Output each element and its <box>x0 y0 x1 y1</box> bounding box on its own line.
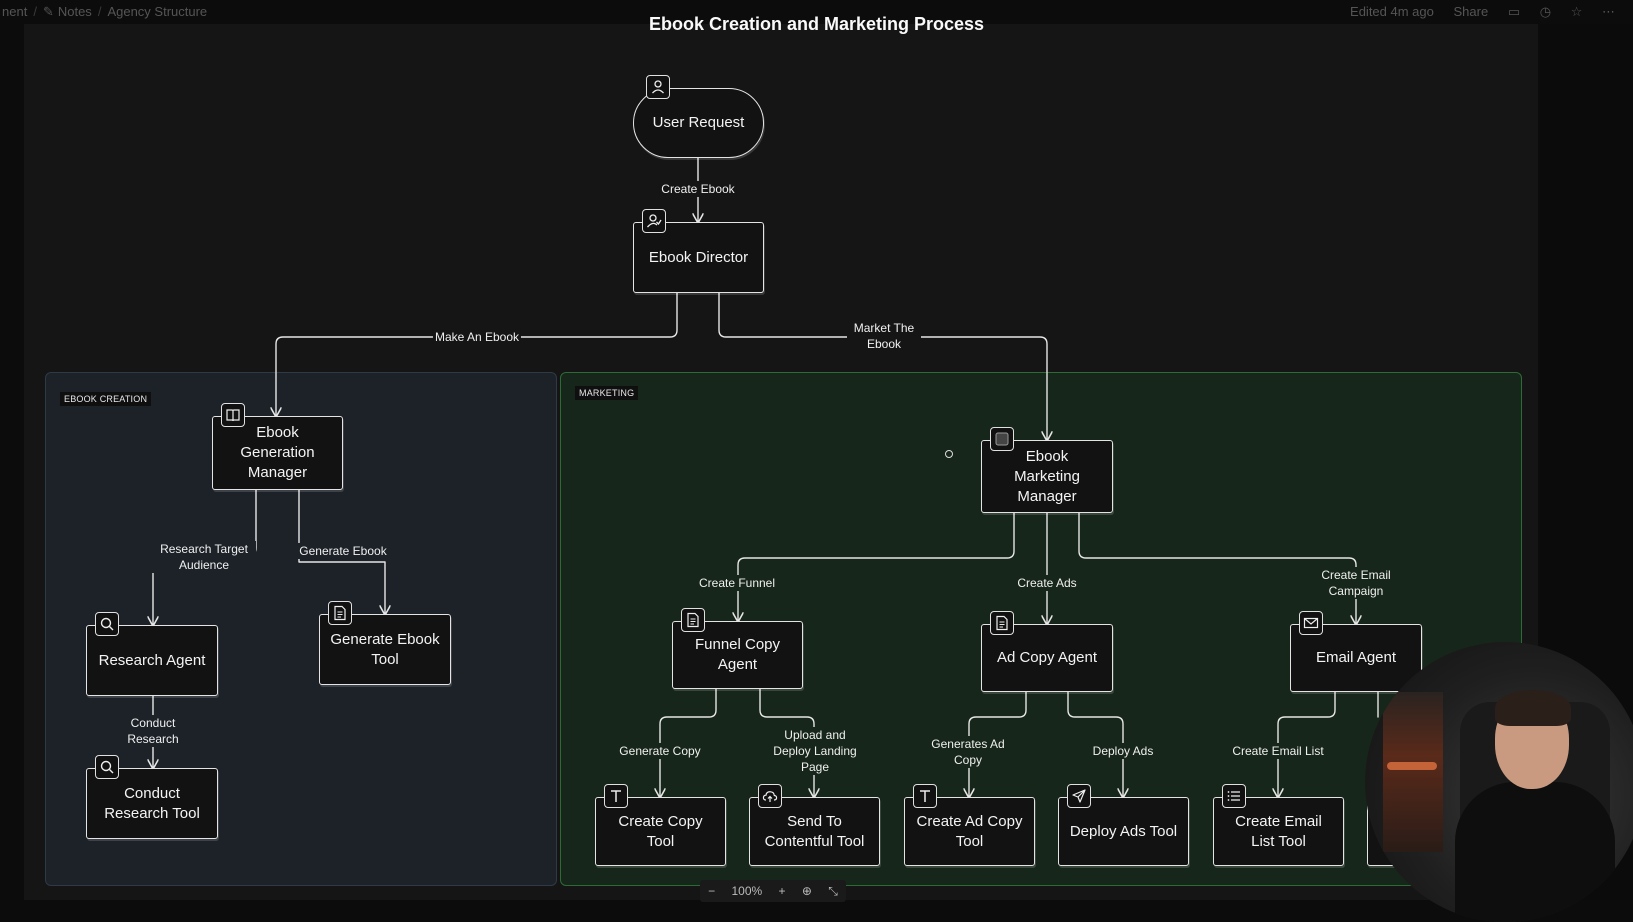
edge-generates-ad-copy <box>969 691 1027 797</box>
node-label: Research Agent <box>98 651 206 669</box>
edge-generate-copy <box>660 688 717 797</box>
group-label-marketing: MARKETING <box>575 386 639 400</box>
edge-label-create-funnel: Create Funnel <box>696 575 778 591</box>
node-user-request[interactable]: User Request <box>633 75 764 158</box>
diagram-title: Ebook Creation and Marketing Process <box>648 14 985 34</box>
node-label: Conduct Research Tool <box>104 784 200 822</box>
node-label: Generate Ebook Tool <box>330 630 440 668</box>
node-label: Email Agent <box>1315 649 1397 666</box>
node-generate-ebook-tool[interactable]: Generate Ebook Tool <box>319 601 451 685</box>
cursor-dot <box>945 450 953 458</box>
edited-status: Edited 4m ago <box>1350 4 1434 19</box>
comment-icon[interactable]: ▭ <box>1507 4 1521 19</box>
edge-make-an-ebook <box>276 292 678 416</box>
edge-label-create-email-list: Create Email List <box>1230 743 1326 759</box>
mail-icon <box>1299 611 1323 635</box>
download-icon[interactable]: ⊕ <box>801 884 812 898</box>
node-ebook-generation-manager[interactable]: Ebook Generation Manager <box>212 403 343 490</box>
list-icon <box>1222 784 1246 808</box>
edge-label-research-target: Research Target Audience <box>152 541 256 573</box>
more-icon[interactable]: ⋯ <box>1602 4 1615 19</box>
document-icon <box>328 601 352 625</box>
edge-market-the-ebook <box>718 292 1047 440</box>
user-icon <box>646 75 670 99</box>
node-deploy-ads-tool[interactable]: Deploy Ads Tool <box>1058 784 1189 866</box>
node-send-to-contentful-tool[interactable]: Send To Contentful Tool <box>749 784 880 866</box>
star-icon[interactable]: ☆ <box>1570 4 1583 19</box>
node-create-copy-tool[interactable]: Create Copy Tool <box>595 784 726 866</box>
breadcrumb-item[interactable]: Agency Structure <box>107 4 208 19</box>
node-label: Deploy Ads Tool <box>1069 822 1178 840</box>
text-icon <box>604 784 628 808</box>
node-create-email-list-tool[interactable]: Create Email List Tool <box>1213 784 1344 866</box>
edge-label-generate-copy: Generate Copy <box>617 743 703 759</box>
text-icon <box>913 784 937 808</box>
collapse-icon[interactable]: ⤡ <box>828 883 838 898</box>
edge-label-create-ebook: Create Ebook <box>659 181 737 197</box>
node-funnel-copy-agent[interactable]: Funnel Copy Agent <box>672 608 803 689</box>
search-icon <box>95 612 119 636</box>
zoom-in-button[interactable]: + <box>778 884 786 898</box>
node-label: User Request <box>652 114 745 131</box>
document-icon <box>681 608 705 632</box>
share-button[interactable]: Share <box>1453 4 1489 19</box>
zoom-out-button[interactable]: − <box>708 884 716 898</box>
breadcrumb-item[interactable]: Notes <box>57 4 92 19</box>
edge-label-market-the-ebook: Market The Ebook <box>847 320 921 352</box>
node-ad-copy-agent[interactable]: Ad Copy Agent <box>981 611 1113 692</box>
breadcrumb-item[interactable]: nent <box>2 4 28 19</box>
edge-create-funnel <box>738 512 1015 621</box>
history-icon[interactable]: ◷ <box>1539 4 1552 19</box>
edge-label-upload-deploy: Upload and Deploy Landing Page <box>768 727 862 775</box>
node-label: Ebook Marketing Manager <box>1014 447 1080 505</box>
edge-label-generate-ebook: Generate Ebook <box>297 543 389 559</box>
webcam-overlay <box>1365 642 1633 922</box>
edge-label-make-an-ebook: Make An Ebook <box>432 329 522 345</box>
node-ebook-director[interactable]: Ebook Director <box>633 209 764 293</box>
send-icon <box>1067 784 1091 808</box>
book-icon <box>221 403 245 427</box>
top-actions: Edited 4m ago Share ▭ ◷ ☆ ⋯ <box>1334 4 1615 20</box>
square-icon <box>990 427 1014 451</box>
breadcrumb: nent/✎Notes/Agency Structure <box>2 4 208 19</box>
top-bar: nent/✎Notes/Agency Structure Edited 4m a… <box>0 0 1633 24</box>
node-create-ad-copy-tool[interactable]: Create Ad Copy Tool <box>904 784 1035 866</box>
edge-label-create-email: Create Email Campaign <box>1309 567 1403 599</box>
node-conduct-research-tool[interactable]: Conduct Research Tool <box>86 755 218 839</box>
cloud-upload-icon <box>758 784 782 808</box>
node-label: Ebook Director <box>648 248 749 266</box>
group-label-ebook-creation: EBOOK CREATION <box>60 392 152 406</box>
node-label: Funnel Copy Agent <box>694 636 781 673</box>
edge-upload-deploy <box>759 688 814 797</box>
node-label: Send To Contentful Tool <box>764 812 865 850</box>
edge-create-email-list <box>1278 691 1336 797</box>
zoom-level: 100% <box>731 884 763 898</box>
edge-deploy-ads <box>1067 691 1123 797</box>
node-label: Ad Copy Agent <box>996 649 1098 666</box>
user-check-icon <box>642 209 666 233</box>
node-label: Create Ad Copy Tool <box>916 812 1023 850</box>
edge-label-deploy-ads: Deploy Ads <box>1090 743 1156 759</box>
edge-label-create-ads: Create Ads <box>1015 575 1079 591</box>
node-label: Create Copy Tool <box>618 812 703 850</box>
edge-label-generates-ad-copy: Generates Ad Copy <box>923 736 1013 768</box>
node-research-agent[interactable]: Research Agent <box>86 612 218 696</box>
pen-icon: ✎ <box>42 4 54 19</box>
edge-create-email <box>1078 512 1356 624</box>
zoom-bar: − 100% + ⊕ ⤡ <box>700 880 846 902</box>
node-email-agent[interactable]: Email Agent <box>1290 611 1422 692</box>
node-label: Create Email List Tool <box>1235 812 1322 850</box>
edge-generate-ebook <box>298 489 385 614</box>
search-icon <box>95 755 119 779</box>
node-ebook-marketing-manager[interactable]: Ebook Marketing Manager <box>981 427 1113 513</box>
document-icon <box>990 611 1014 635</box>
node-label: Ebook Generation Manager <box>240 424 315 481</box>
edge-label-conduct-research: Conduct Research <box>111 715 195 747</box>
